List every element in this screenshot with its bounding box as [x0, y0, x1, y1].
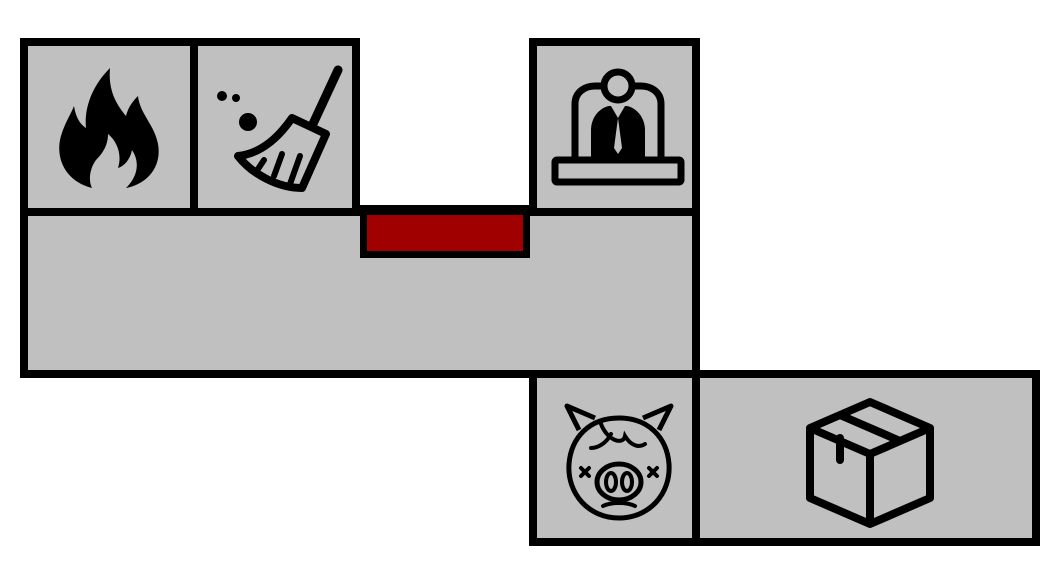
receptionist-desk-icon [545, 58, 691, 198]
dead-pig-icon [549, 390, 689, 530]
room-pig[interactable] [529, 370, 700, 546]
room-fire[interactable] [20, 38, 198, 216]
room-storage[interactable] [692, 370, 1040, 546]
broom-icon [208, 56, 348, 196]
room-reception[interactable] [529, 38, 700, 216]
room-cleaning[interactable] [190, 38, 360, 216]
locked-door[interactable] [360, 208, 530, 258]
box-icon [800, 390, 940, 530]
fire-icon [46, 64, 172, 190]
